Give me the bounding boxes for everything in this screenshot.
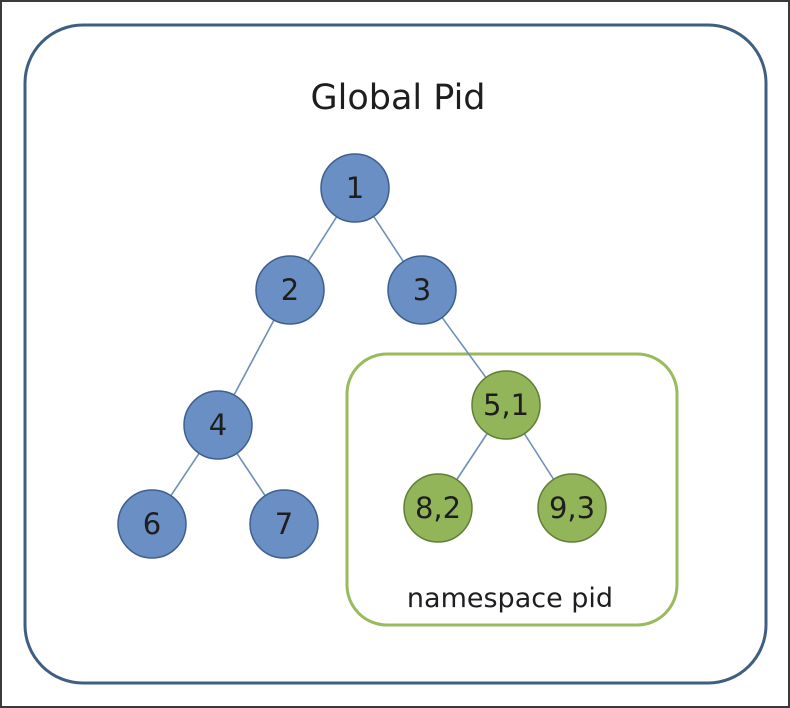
node-n2: 2: [255, 255, 325, 325]
edge-n4-n6: [170, 452, 200, 497]
node-label-n3: 3: [413, 273, 431, 307]
node-label-n6: 6: [143, 507, 161, 541]
node-circle-n8: [403, 473, 473, 543]
namespace-pid-caption: namespace pid: [407, 583, 613, 614]
node-label-n5: 5,1: [483, 388, 529, 422]
edge-n1-n3: [372, 215, 405, 263]
node-circle-n3: [387, 255, 457, 325]
global-pid-box: [23, 23, 768, 685]
edge-n5-n9: [523, 433, 555, 480]
node-label-n7: 7: [275, 507, 293, 541]
edge-n5-n8: [456, 432, 488, 481]
node-n7: 7: [249, 489, 319, 559]
node-n1: 1: [320, 153, 390, 223]
node-circle-n2: [255, 255, 325, 325]
node-circle-n1: [320, 153, 390, 223]
node-label-n1: 1: [346, 171, 364, 205]
node-circle-n9: [537, 473, 607, 543]
node-label-n2: 2: [281, 273, 299, 307]
node-n8: 8,2: [403, 473, 473, 543]
node-n5: 5,1: [471, 370, 541, 440]
tree-edges: [170, 215, 555, 497]
edge-n2-n4: [233, 319, 275, 396]
node-n9: 9,3: [537, 473, 607, 543]
node-n6: 6: [117, 489, 187, 559]
node-label-n8: 8,2: [415, 491, 461, 525]
node-circle-n6: [117, 489, 187, 559]
node-n3: 3: [387, 255, 457, 325]
node-circle-n7: [249, 489, 319, 559]
namespace-pid-box: [345, 352, 679, 627]
tree-nodes: 1 2 3 4 6 7 5,1 8,2 9,3: [117, 153, 607, 559]
node-label-n9: 9,3: [549, 491, 595, 525]
edge-n3-n5: [441, 316, 487, 379]
node-circle-n4: [183, 390, 253, 460]
global-pid-title: Global Pid: [310, 78, 485, 118]
node-label-n4: 4: [209, 408, 227, 442]
edge-n4-n7: [236, 452, 266, 497]
edge-n1-n2: [307, 216, 338, 262]
node-circle-n5: [471, 370, 541, 440]
node-n4: 4: [183, 390, 253, 460]
